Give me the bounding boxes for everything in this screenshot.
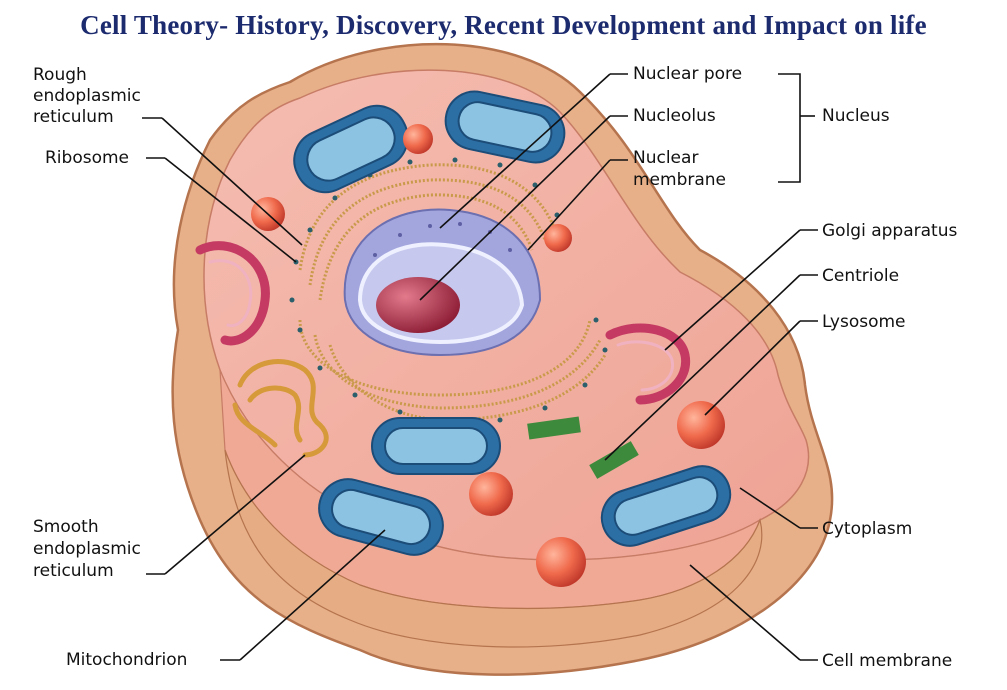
label-ribosome: Ribosome xyxy=(45,148,129,168)
label-rough-er: Rough endoplasmic reticulum xyxy=(33,65,146,127)
label-golgi-apparatus: Golgi apparatus xyxy=(822,221,957,241)
label-nuclear-pore: Nuclear pore xyxy=(633,64,742,84)
leader-lines xyxy=(142,73,818,661)
label-nuclear-membrane: Nuclear membrane xyxy=(633,148,726,190)
diagram-title: Cell Theory- History, Discovery, Recent … xyxy=(80,10,927,40)
label-lysosome: Lysosome xyxy=(822,312,906,332)
rough-er xyxy=(298,163,607,422)
label-cell-membrane: Cell membrane xyxy=(822,651,952,671)
label-smooth-er: Smooth endoplasmic reticulum xyxy=(33,517,146,581)
nucleus xyxy=(343,208,542,357)
label-centriole: Centriole xyxy=(822,266,899,286)
mitochondria xyxy=(293,90,732,556)
label-nucleus: Nucleus xyxy=(822,106,890,126)
label-cytoplasm: Cytoplasm xyxy=(822,519,912,539)
label-nucleolus: Nucleolus xyxy=(633,106,716,126)
cell-outer-rim xyxy=(224,449,763,648)
golgi-apparatus xyxy=(195,241,691,405)
lysosomes xyxy=(251,124,725,587)
label-mitochondrion: Mitochondrion xyxy=(66,650,187,670)
smooth-er xyxy=(232,359,329,458)
centrioles xyxy=(527,416,639,479)
nucleolus xyxy=(376,277,460,333)
